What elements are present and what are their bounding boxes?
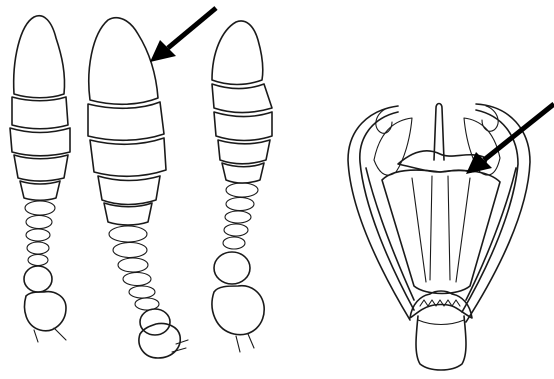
antenna-right-scape (212, 286, 264, 335)
antenna-middle-scape (139, 324, 180, 359)
antenna-left-apex (14, 16, 65, 98)
antenna-middle-seg (90, 138, 166, 176)
antenna-left-seg (20, 181, 60, 200)
arrow-left-shaft (168, 8, 216, 48)
antenna-left-bead (27, 242, 49, 254)
antenna-middle-bead (123, 273, 151, 286)
genitalia-rod-left (366, 168, 414, 300)
antenna-right-stalk (236, 336, 240, 352)
antenna-left-stalk (34, 330, 38, 342)
antenna-left-bead (25, 201, 55, 215)
antenna-left-seg (14, 155, 68, 181)
genitalia-base-rim (418, 320, 464, 325)
antenna-middle-bead (113, 243, 147, 258)
genitalia-teeth (410, 291, 472, 318)
antenna-middle-seg (98, 176, 160, 205)
antenna-right-seg (212, 84, 272, 113)
antenna-left-seg (10, 128, 70, 156)
genitalia-body-line (430, 176, 432, 280)
antenna-right (212, 21, 272, 352)
arrow-left (150, 8, 216, 62)
antenna-middle (88, 18, 188, 358)
antenna-right-pedicel (214, 252, 250, 284)
antenna-middle-bead (129, 286, 155, 298)
antenna-right-bead (224, 224, 248, 236)
antenna-middle-apex (89, 18, 158, 105)
genitalia-outer-right (466, 104, 530, 322)
antenna-right-seg (218, 140, 270, 164)
antenna-left-bead (28, 255, 48, 266)
arrow-right (466, 104, 554, 174)
antenna-right-bead (226, 183, 258, 197)
antenna-left-seg (12, 97, 68, 129)
antenna-left-pedicel (24, 266, 52, 292)
antenna-right-seg (222, 163, 264, 183)
antenna-middle-bead (135, 298, 159, 310)
antenna-middle-bead (109, 226, 147, 242)
antenna-middle-pedicel (140, 309, 170, 335)
antenna-left-scape (25, 292, 66, 331)
antenna-left (10, 16, 70, 342)
antenna-left-bead (26, 229, 50, 241)
antenna-middle-seg (88, 102, 164, 140)
genitalia-body-line (412, 178, 426, 282)
antenna-middle-bead (118, 258, 148, 272)
antenna-right-bead (223, 237, 245, 249)
genitalia-body-line (456, 178, 470, 282)
antenna-left-stalk (54, 328, 66, 340)
antenna-middle-stalk (176, 340, 188, 344)
antenna-left-bead (26, 216, 52, 229)
genitalia-body-line (448, 176, 450, 280)
antenna-middle-stalk (172, 348, 186, 352)
antenna-right-apex (212, 21, 263, 85)
antenna-middle-seg (104, 203, 152, 225)
antenna-right-bead (226, 198, 254, 211)
antenna-right-stalk (248, 334, 254, 348)
antenna-right-bead (225, 211, 251, 223)
antenna-right-seg (214, 112, 272, 141)
